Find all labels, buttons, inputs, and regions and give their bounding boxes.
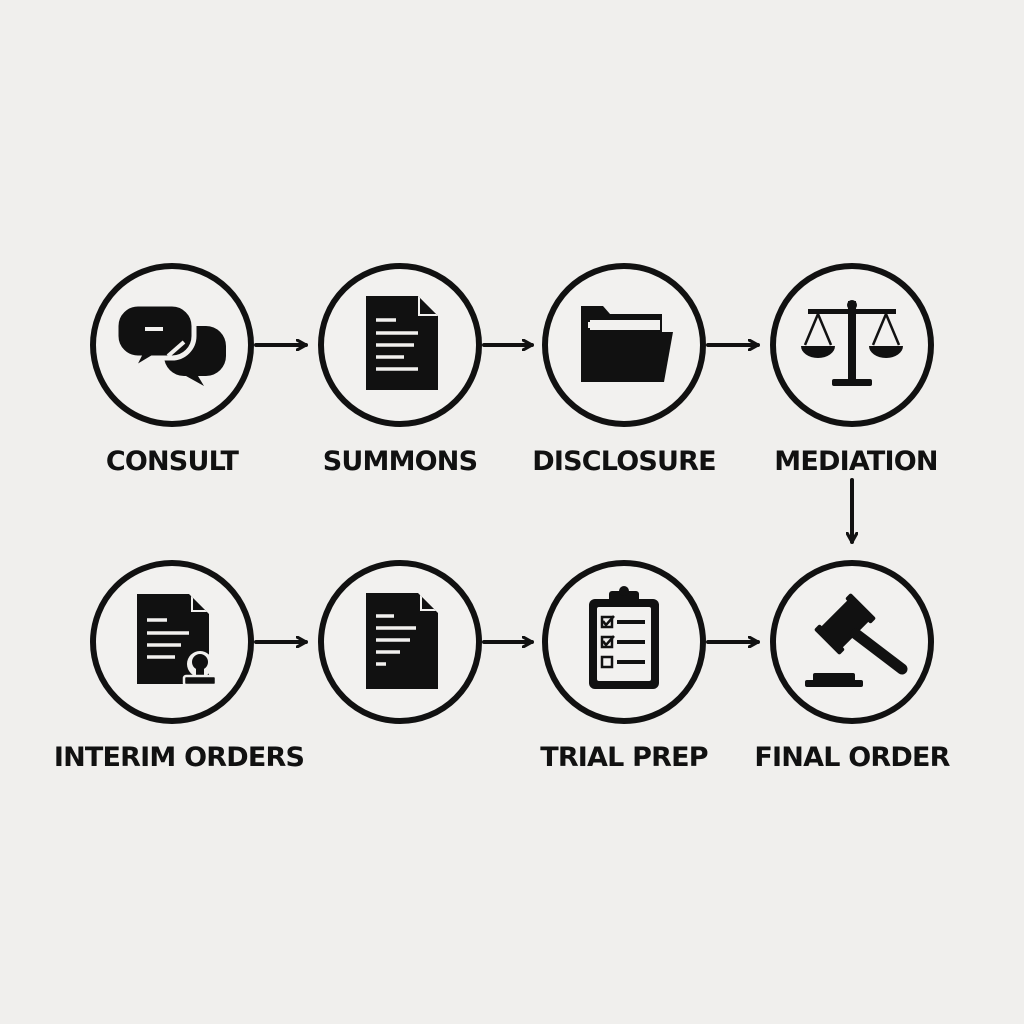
clipboard-checklist-icon <box>589 586 659 689</box>
document-stamp-icon <box>137 594 218 687</box>
folder-icon <box>581 306 673 382</box>
step-label: FINAL ORDER <box>754 742 950 773</box>
step-label: DISCLOSURE <box>532 446 716 477</box>
step-label: INTERIM ORDERS <box>54 742 304 773</box>
step-consult: CONSULT <box>90 263 254 477</box>
document-icon <box>366 296 438 390</box>
step-document <box>318 560 482 724</box>
step-trial-prep: TRIAL PREP <box>540 560 709 773</box>
step-label: MEDIATION <box>774 446 937 477</box>
step-final-order: FINAL ORDER <box>754 560 951 773</box>
connectors <box>254 345 852 642</box>
step-summons: SUMMONS <box>318 263 482 477</box>
document-icon <box>366 593 438 689</box>
step-disclosure: DISCLOSURE <box>532 263 717 477</box>
step-label: SUMMONS <box>323 446 478 477</box>
step-label: CONSULT <box>106 446 240 477</box>
chat-bubbles-icon <box>113 301 226 386</box>
step-mediation: MEDIATION <box>770 263 938 477</box>
scales-icon <box>801 300 903 386</box>
step-label: TRIAL PREP <box>540 742 708 773</box>
gavel-icon <box>805 593 908 687</box>
step-circle <box>770 560 934 724</box>
step-interim-orders: INTERIM ORDERS <box>54 560 305 773</box>
